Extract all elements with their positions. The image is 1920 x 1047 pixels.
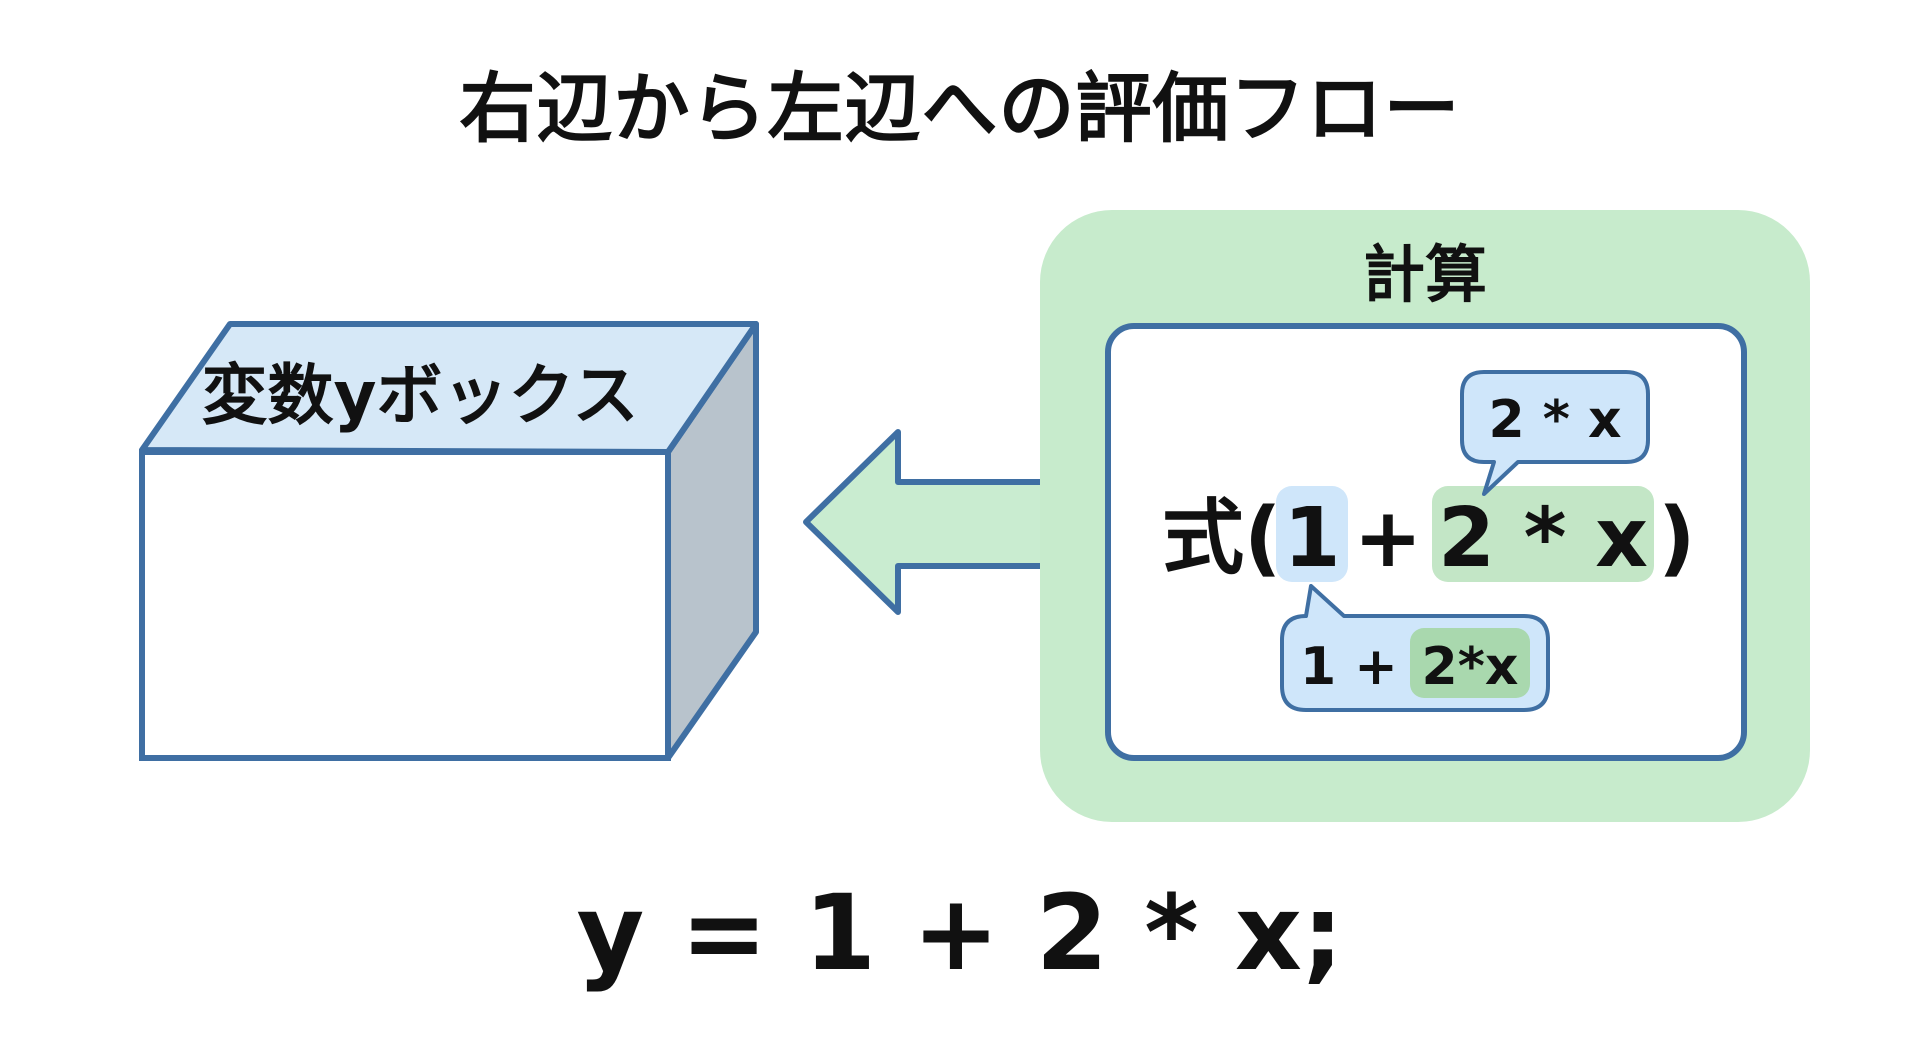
callout-bottom-left-text: 1 + [1300, 637, 1398, 697]
variable-box-front-face [139, 449, 671, 761]
page-title: 右辺から左辺への評価フロー [459, 64, 1461, 153]
calculation-label: 計算 [1363, 238, 1487, 311]
expression-plus: + [1354, 491, 1423, 586]
expression-term2: 2 * x [1438, 491, 1648, 586]
expression-term1: 1 [1283, 491, 1340, 586]
left-arrow-icon [803, 429, 1067, 615]
expression-prefix: 式( [1162, 491, 1281, 586]
callout-top-text: 2 * x [1488, 390, 1621, 450]
code-statement: y = 1 + 2 * x; [576, 872, 1344, 994]
callout-top: 2 * x [1460, 370, 1650, 496]
calculation-panel: 計算 式( 1 + 2 * x ) 2 * x 1 + 2*x [1040, 210, 1810, 822]
expression-suffix: ) [1658, 491, 1695, 586]
callout-bottom-highlight [1410, 628, 1530, 698]
variable-y-box: 変数yボックス [139, 321, 759, 761]
callout-top-shape [1460, 370, 1650, 496]
term2-highlight [1432, 486, 1654, 582]
callout-bottom-highlight-text: 2*x [1422, 637, 1519, 697]
variable-box-label: 変数yボックス [201, 357, 638, 434]
callout-bottom: 1 + 2*x [1280, 584, 1550, 712]
term1-highlight [1276, 486, 1348, 582]
